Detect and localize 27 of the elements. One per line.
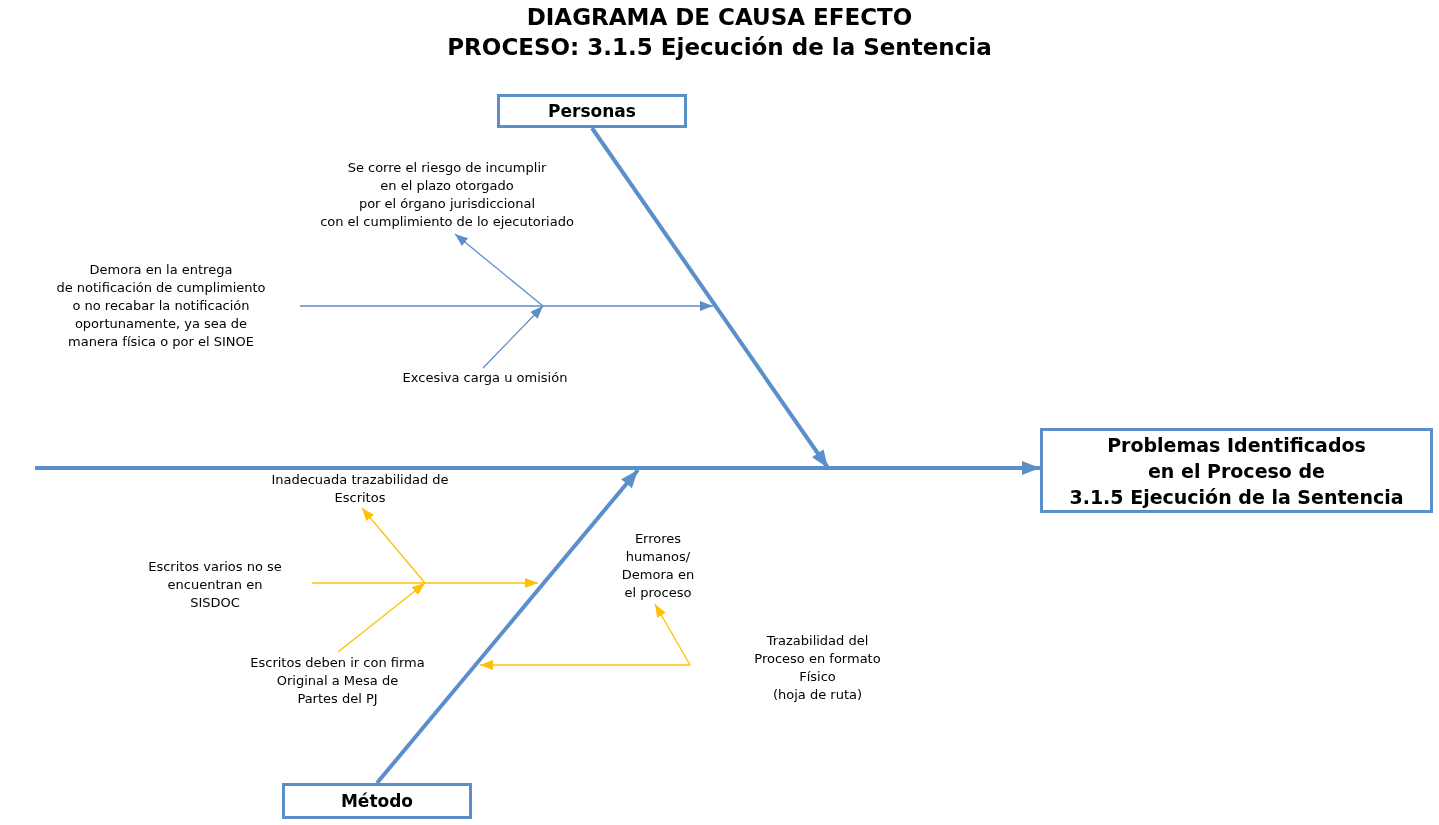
arrow [35, 461, 1040, 475]
diagram-subtitle: PROCESO: 3.1.5 Ejecución de la Sentencia [447, 34, 992, 60]
arrow [654, 603, 691, 666]
cause-text: Trazabilidad del Proceso en formato Físico (hoja de ruta) [754, 632, 881, 704]
arrow [479, 660, 691, 670]
category-box [282, 783, 472, 819]
arrow [299, 301, 714, 311]
cause-text: Errores humanos/ Demora en el proceso [621, 530, 695, 602]
cause-text: Escritos varios no se encuentran en SISDOC [148, 558, 282, 612]
category-box [497, 94, 687, 128]
diagram-title: DIAGRAMA DE CAUSA EFECTO [526, 4, 913, 30]
arrow [590, 126, 830, 470]
cause-text: Se corre el riesgo de incumplir en el plazo otorgado por el órgano jurisdiccional con el cumplimiento de lo ejecutoriado [320, 159, 574, 231]
arrow [361, 507, 426, 584]
cause-text: Escritos deben ir con firma Original a Mesa de Partes del PJ [250, 654, 425, 708]
effect-box [1040, 428, 1433, 513]
arrow [311, 578, 539, 588]
cause-text: Inadecuada trazabilidad de Escritos [271, 471, 449, 507]
arrow [454, 233, 544, 307]
effect-label: Problemas Identificados en el Proceso de 3.1.5 Ejecución de la Sentencia [1069, 432, 1404, 510]
arrow [375, 468, 640, 785]
arrow [482, 305, 544, 369]
arrow [337, 582, 426, 653]
category-label: Método [340, 790, 414, 812]
category-label: Personas [548, 100, 636, 122]
cause-text: Demora en la entrega de notificación de cumplimiento o no recabar la notificación oportunamente, ya sea de manera física o por el SINOE [56, 261, 266, 351]
cause-text: Excesiva carga u omisión [402, 369, 568, 387]
